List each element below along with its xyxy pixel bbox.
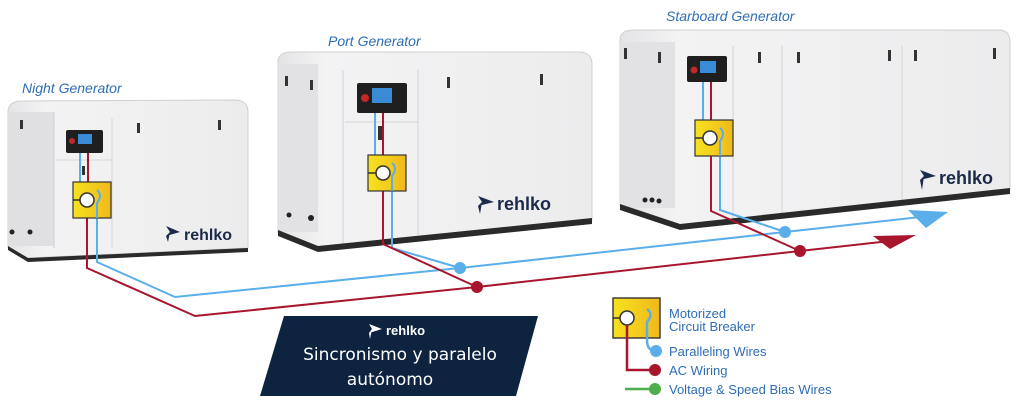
banner-rehlko-logo-icon (369, 324, 382, 339)
starboard-generator-label: Starboard Generator (666, 8, 795, 24)
port-brand-text: rehlko (497, 194, 551, 214)
rehlko-logo-icon (478, 196, 494, 214)
paralleling-wire (96, 195, 921, 299)
paralleling-junction-icon (779, 226, 791, 238)
legend-bias-dot-icon (649, 383, 661, 395)
banner-title-line1: Sincronismo y paralelo (303, 345, 497, 365)
paralleling-arrow-icon (908, 210, 948, 228)
legend-ac-dot-icon (649, 364, 661, 376)
legend-breaker-line1: Motorized (669, 306, 727, 321)
legend-breaker-line2: Circuit Breaker (669, 319, 755, 334)
paralleling-junction-icon (454, 262, 466, 274)
legend-bias-label: Voltage & Speed Bias Wires (669, 382, 832, 397)
night-breaker-icon (72, 181, 112, 219)
rehlko-logo-icon (166, 226, 180, 242)
legend (612, 297, 662, 395)
legend-ac-label: AC Wiring (669, 363, 728, 378)
night-generator-label: Night Generator (22, 80, 122, 96)
banner-brand: rehlko (386, 323, 426, 338)
port-generator-label: Port Generator (328, 33, 421, 49)
port-generator (277, 51, 593, 252)
starboard-breaker-icon (694, 119, 734, 157)
legend-paralleling-dot-icon (650, 345, 662, 357)
night-generator (7, 99, 249, 262)
night-brand-text: rehlko (184, 227, 232, 244)
rehlko-logo-icon (920, 170, 936, 190)
banner-background (260, 316, 538, 396)
ac-junction-icon (794, 245, 806, 257)
ac-wire (86, 206, 891, 318)
port-breaker-icon (367, 154, 407, 192)
ac-arrow-icon (873, 235, 916, 249)
ac-junction-icon (471, 281, 483, 293)
legend-paralleling-label: Paralleling Wires (669, 344, 767, 359)
starboard-generator (619, 29, 1011, 230)
banner-title-line2: autónomo (346, 370, 434, 390)
starboard-brand-text: rehlko (939, 168, 993, 188)
